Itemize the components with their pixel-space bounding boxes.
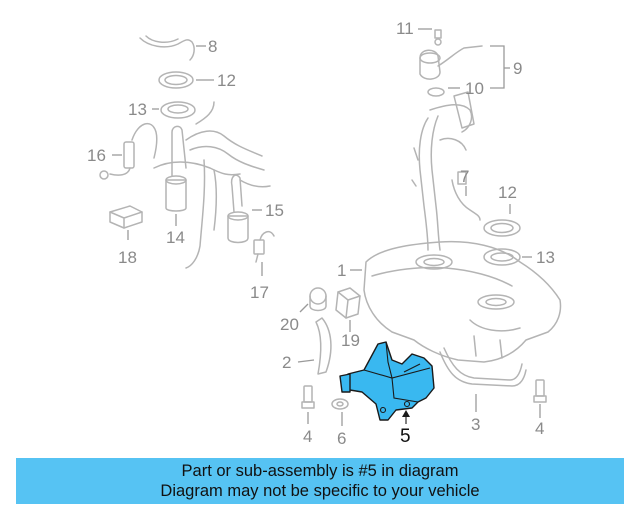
callout-7: 7 xyxy=(460,167,469,186)
clip-part-19 xyxy=(335,287,361,332)
fuel-tank-part-1 xyxy=(350,240,562,363)
bolt-part-4a xyxy=(301,385,315,424)
callout-18: 18 xyxy=(118,248,137,267)
filter-part-15 xyxy=(227,174,262,244)
callout-17: 17 xyxy=(250,283,269,302)
callout-3: 3 xyxy=(471,415,480,434)
heat-guard-part-2 xyxy=(297,317,332,375)
callout-10: 10 xyxy=(465,79,484,98)
filler-pipe-part-1a xyxy=(411,91,475,251)
callout-11: 11 xyxy=(396,19,414,38)
callout-2: 2 xyxy=(282,353,291,372)
callout-20: 20 xyxy=(280,315,299,334)
part-5-arrow xyxy=(402,410,410,417)
vent-hose-part-7 xyxy=(451,171,481,221)
callout-4b: 4 xyxy=(535,419,544,438)
callout-5-highlighted: 5 xyxy=(400,426,411,447)
callout-9: 9 xyxy=(513,59,522,78)
callout-13b: 13 xyxy=(536,248,555,267)
banner-line-disclaimer: Diagram may not be specific to your vehi… xyxy=(160,482,480,500)
callout-6: 6 xyxy=(337,429,346,448)
bracket-part-18 xyxy=(109,205,143,240)
callout-4a: 4 xyxy=(303,427,312,446)
seal-ring-part-13a xyxy=(152,101,196,119)
lock-ring-part-12b xyxy=(483,204,521,237)
parts-diagram: 8 12 13 16 14 15 18 17 11 9 10 7 12 13 1… xyxy=(87,19,562,448)
gasket-part-10 xyxy=(427,87,460,97)
connector-part-17 xyxy=(253,230,275,276)
bolt-part-11 xyxy=(418,28,442,46)
callout-13: 13 xyxy=(128,100,147,119)
sender-unit-part-16 xyxy=(99,122,158,180)
strap-part-3 xyxy=(439,347,527,412)
seal-ring-part-13b xyxy=(483,248,532,266)
callout-19: 19 xyxy=(341,331,360,350)
callout-1: 1 xyxy=(337,261,346,280)
banner-line-part-number: Part or sub-assembly is #5 in diagram xyxy=(181,462,459,480)
pump-hose-part-8 xyxy=(139,35,206,61)
bolt-part-4b xyxy=(533,379,547,418)
lock-ring-part-12a xyxy=(158,71,214,89)
callout-12: 12 xyxy=(217,71,236,90)
highlighted-part-5[interactable] xyxy=(339,341,435,424)
callout-14: 14 xyxy=(166,228,185,247)
callout-16: 16 xyxy=(87,146,106,165)
info-banner: Part or sub-assembly is #5 in diagram Di… xyxy=(16,458,624,504)
callout-8: 8 xyxy=(208,37,217,56)
plug-part-20 xyxy=(299,287,327,313)
fuel-pump-module-part-14 xyxy=(153,101,271,269)
callout-15: 15 xyxy=(265,201,284,220)
nut-part-6 xyxy=(331,398,349,426)
callout-12b: 12 xyxy=(498,183,517,202)
filler-cap-part-9 xyxy=(419,45,510,89)
